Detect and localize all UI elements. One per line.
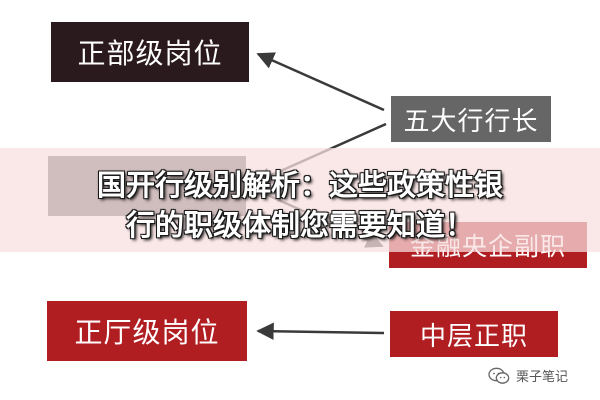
box-vice-ministerial-post: 正部级岗位 [51,22,249,82]
box-middle-level-head: 中层正职 [390,311,558,357]
headline-line-1: 国开行级别解析：这些政策性银 [96,168,503,202]
wechat-icon [488,367,510,384]
arrow-bottom-to-bottom-left [256,322,385,340]
headline-line-2: 行的职级体制您需要知道！ [125,208,474,242]
title-banner [0,148,600,252]
arrow-top-to-top-left [256,52,385,112]
watermark: 栗子笔记 [488,366,568,385]
watermark-text: 栗子笔记 [516,370,569,385]
box-bureau-director-post: 正厅级岗位 [47,301,247,361]
box-big-five-bank-president: 五大行行长 [391,96,551,142]
